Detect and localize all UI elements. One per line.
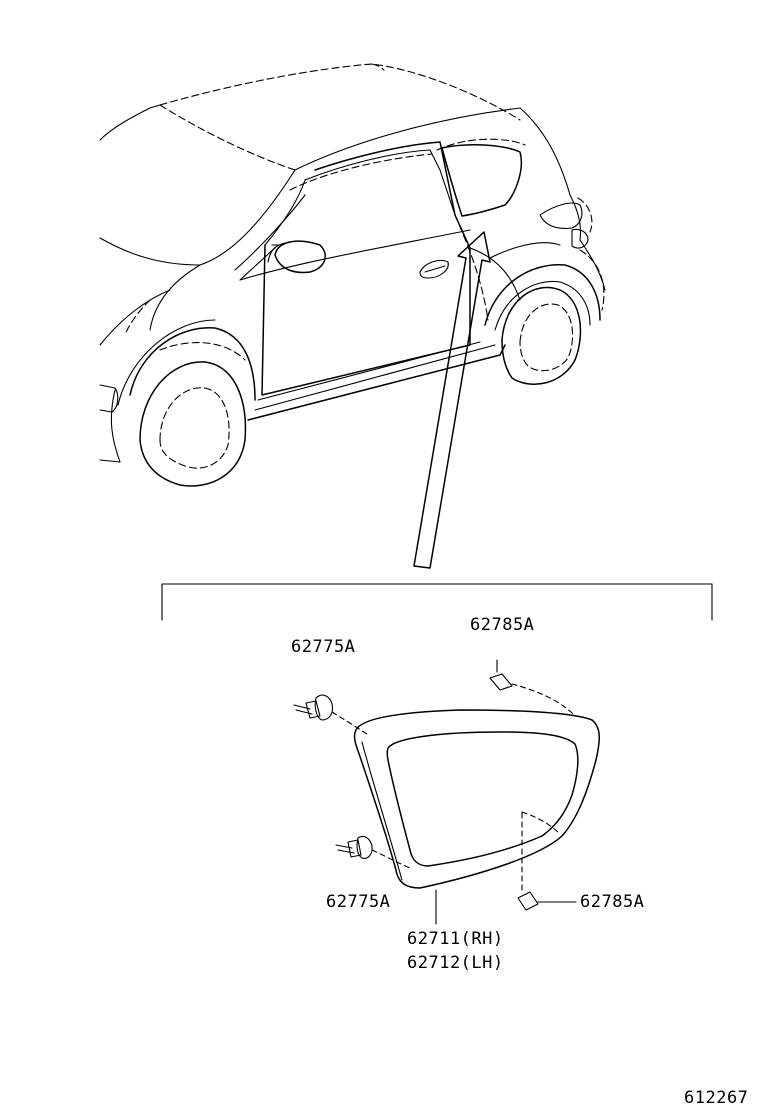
callout-part-lh: 62712(LH) — [407, 953, 504, 973]
illustration-number: 612267 — [684, 1088, 749, 1108]
pad-top-icon — [489, 659, 576, 717]
leader-arrow-icon — [413, 231, 491, 569]
group-bracket — [161, 583, 713, 621]
callout-pad-top: 62785A — [470, 615, 535, 635]
callout-pad-bottom: 62785A — [580, 892, 645, 912]
callout-part-rh: 62711(RH) — [407, 929, 504, 949]
callout-clip-bottom: 62775A — [326, 892, 391, 912]
callout-clip-top: 62775A — [291, 637, 356, 657]
pad-bottom-icon — [517, 811, 577, 911]
car-outline-icon — [99, 63, 606, 487]
clip-top-icon — [293, 694, 371, 737]
quarter-window-molding-icon — [353, 709, 600, 889]
clip-bottom-icon — [335, 835, 411, 869]
